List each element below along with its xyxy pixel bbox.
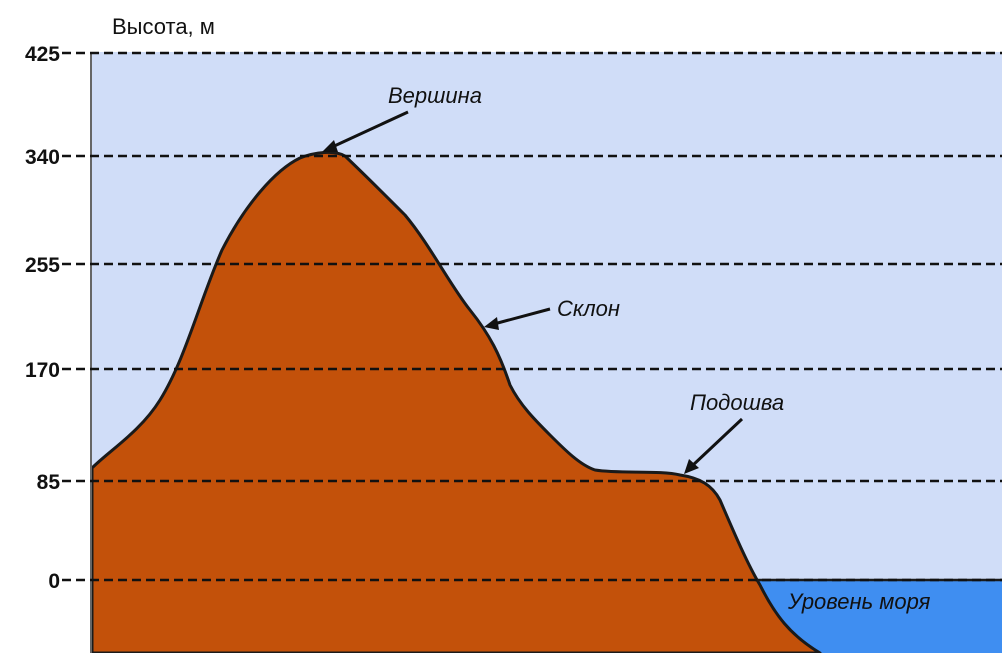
slope-arrowhead xyxy=(484,317,499,330)
foot-arrowhead xyxy=(684,459,699,474)
summit-label: Вершина xyxy=(388,83,482,108)
y-axis-title: Высота, м xyxy=(112,14,215,39)
sea-level-label: Уровень моря xyxy=(787,589,931,614)
y-tick-label: 85 xyxy=(37,471,61,494)
sea-area xyxy=(750,580,1002,653)
y-tick-label: 170 xyxy=(25,359,60,382)
foot-annotation: Подошва xyxy=(684,390,784,474)
summit-annotation: Вершина xyxy=(322,83,482,152)
mountain-shape xyxy=(90,150,822,653)
y-tick-labels: 425 340 255 170 85 0 xyxy=(25,43,60,593)
y-tick-label: 255 xyxy=(25,254,60,277)
gridlines xyxy=(62,51,1002,582)
y-tick-label: 340 xyxy=(25,146,60,169)
slope-arrow xyxy=(493,307,551,326)
y-tick-label: 0 xyxy=(48,570,60,593)
summit-arrow xyxy=(329,110,409,150)
slope-label: Склон xyxy=(557,296,620,321)
foot-label: Подошва xyxy=(690,390,784,415)
slope-annotation: Склон xyxy=(484,296,620,330)
foot-arrow xyxy=(690,417,744,468)
y-tick-label: 425 xyxy=(25,43,60,66)
summit-arrowhead xyxy=(322,140,338,152)
